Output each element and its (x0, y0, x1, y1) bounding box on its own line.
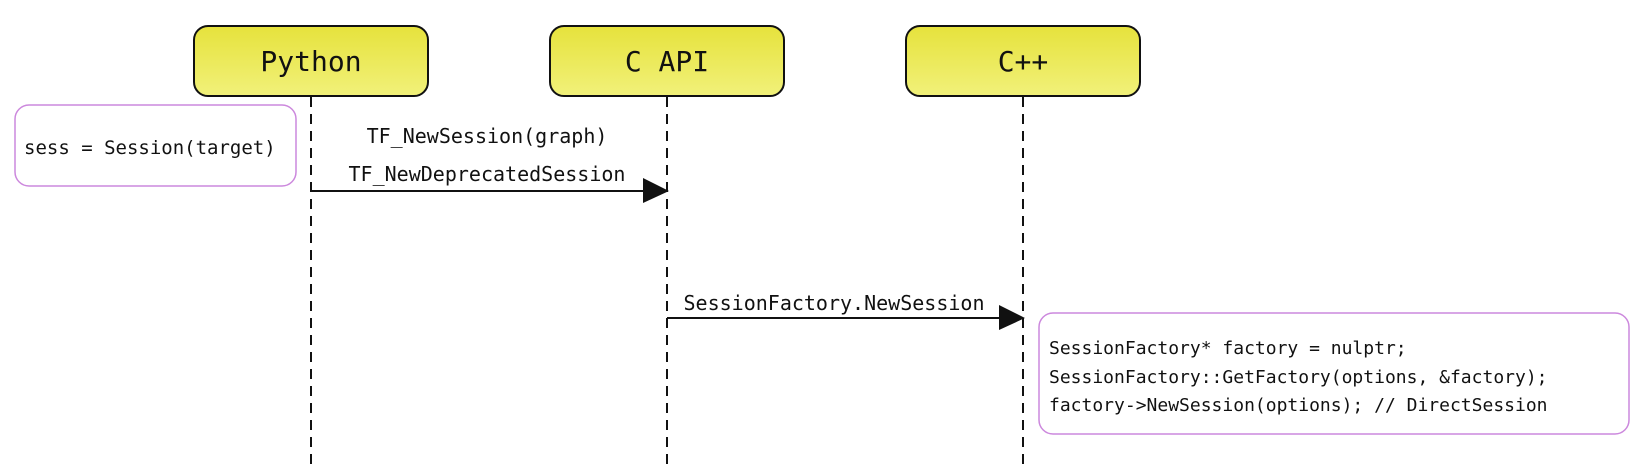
message-label: TF_NewDeprecatedSession (349, 162, 626, 186)
participant-cpp: C++ (905, 25, 1141, 97)
note-cpp: SessionFactory* factory = nulptr; Sessio… (1038, 312, 1630, 435)
participant-python: Python (193, 25, 429, 97)
note-text: factory->NewSession(options); // DirectS… (1049, 395, 1548, 416)
participant-label: C++ (998, 45, 1049, 78)
note-text: SessionFactory* factory = nulptr; (1049, 338, 1407, 359)
note-text: SessionFactory::GetFactory(options, &fac… (1049, 367, 1548, 388)
participant-label: C API (625, 45, 709, 78)
message-label: SessionFactory.NewSession (683, 291, 984, 315)
message-new-session: TF_NewSession(graph) TF_NewDeprecatedSes… (311, 124, 669, 203)
participant-label: Python (260, 45, 361, 78)
arrow-head (999, 305, 1025, 330)
message-label: TF_NewSession(graph) (367, 124, 608, 148)
participant-capi: C API (549, 25, 785, 97)
arrow-head (643, 178, 669, 203)
message-factory-new-session: SessionFactory.NewSession (667, 291, 1025, 330)
note-text: sess = Session(target) (24, 137, 276, 159)
note-python: sess = Session(target) (14, 104, 297, 187)
